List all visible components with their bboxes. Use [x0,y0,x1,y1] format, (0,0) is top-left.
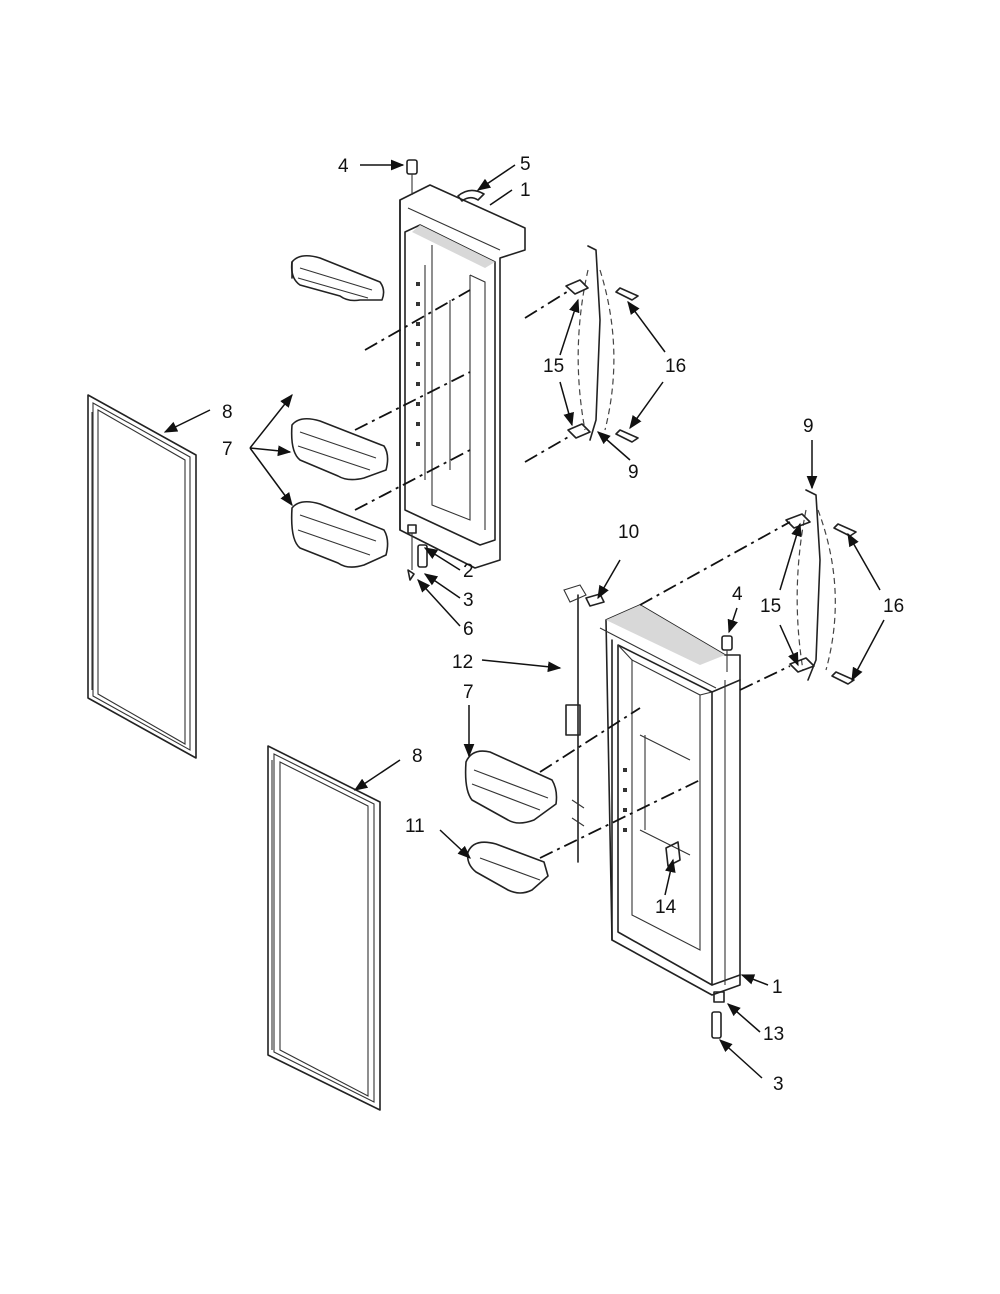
callout-9-mid: 9 [628,462,639,483]
callout-7-bottom: 7 [463,682,474,703]
top-hinge-pin-lower [721,635,733,672]
callout-labels: 4 5 1 15 16 8 7 9 9 2 3 6 10 4 15 16 12 … [222,154,904,1095]
callout-9-right: 9 [803,416,814,437]
callout-4-top: 4 [338,156,349,177]
door-gasket-lower [267,745,381,1111]
door-bin-upper-2 [290,417,389,481]
upper-door-liner [399,184,526,569]
top-hinge-pin-upper [406,159,418,195]
callout-16-top: 16 [665,356,686,377]
callout-14: 14 [655,897,677,918]
callout-3-bottom: 3 [773,1074,784,1095]
door-stop-assembly-lower [785,489,857,685]
callout-15-right: 15 [760,596,781,617]
bottom-hinge-hardware-upper [407,524,428,581]
callout-3-mid: 3 [463,590,474,611]
callout-4-right: 4 [732,584,743,605]
cam-screw [585,593,605,607]
bottom-hinge-hardware-lower [711,991,725,1039]
door-bin-lower [464,750,558,824]
callout-7-left: 7 [222,439,233,460]
callout-1-top: 1 [520,180,531,201]
leader-lines [163,159,885,1079]
callout-15-top: 15 [543,356,564,377]
callout-12: 12 [452,652,473,673]
callout-2: 2 [463,561,474,582]
door-bin-upper-1 [290,254,385,302]
callout-8-bottom: 8 [412,746,423,767]
door-gasket-upper [87,394,197,759]
callout-8-left: 8 [222,402,233,423]
door-stop-assembly-upper [565,245,639,443]
callout-6: 6 [463,619,474,640]
lower-door [599,604,741,996]
hinge-cover-upper [457,189,485,202]
callout-1-bottom: 1 [772,977,783,998]
shelf-mount-holes [416,282,420,446]
callout-11: 11 [405,816,425,837]
dispenser-rod [563,584,587,863]
callout-10: 10 [618,522,639,543]
door-bin-upper-3 [290,500,389,568]
callout-13: 13 [763,1024,784,1045]
callout-16-right: 16 [883,596,904,617]
callout-5: 5 [520,154,531,175]
door-shelf-lower [466,841,549,894]
